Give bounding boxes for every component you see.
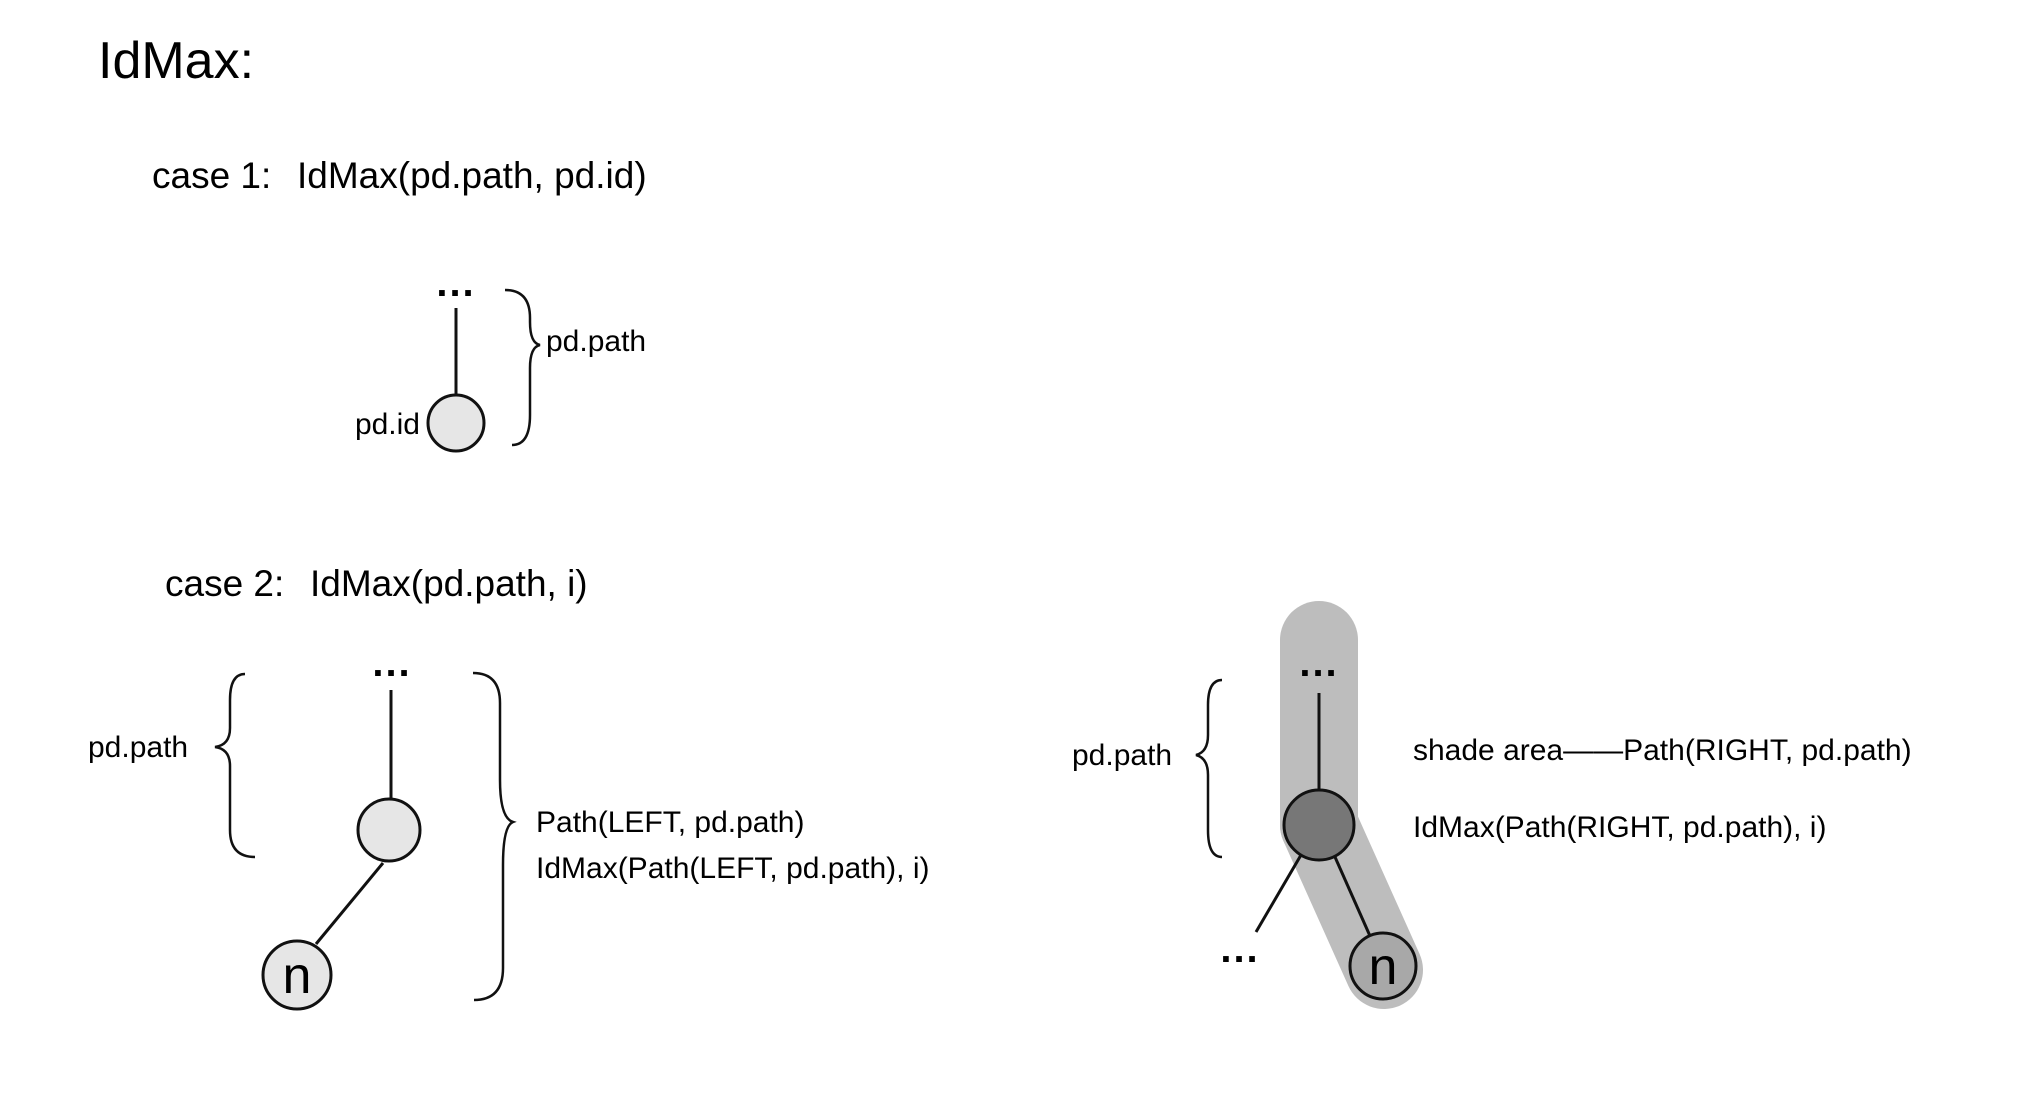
case2-left-right-brace [472, 671, 517, 1002]
case2-right-edge-right [1333, 856, 1372, 937]
case2-call: IdMax(pd.path, i) [310, 563, 588, 604]
case2-heading: case 2: [165, 563, 284, 604]
case1-ellipsis: ... [436, 261, 475, 305]
case1-brace [504, 288, 541, 447]
case1-call: IdMax(pd.path, pd.id) [297, 155, 647, 196]
case2-right-ellipsis-bottom: ... [1220, 927, 1259, 971]
case2-right-brace [1195, 678, 1223, 859]
case2-left-node [356, 797, 422, 863]
case2-left-node-n-label: n [283, 947, 312, 1005]
case2-left-idmax-label: IdMax(Path(LEFT, pd.path), i) [536, 852, 930, 885]
case2-left-edge-bottom [314, 862, 385, 945]
case1-tree: ... pd.id pd.path [355, 261, 646, 453]
case2-right-node-n [1348, 931, 1418, 1001]
case2-right-shade-label: shade area——Path(RIGHT, pd.path) [1413, 734, 1912, 767]
case2-right-idmax-label: IdMax(Path(RIGHT, pd.path), i) [1413, 811, 1826, 844]
case2-left-brace-label: pd.path [88, 731, 188, 764]
case2-right-brace-label: pd.path [1072, 739, 1172, 772]
case2-left-brace [214, 672, 256, 859]
case2-right-tree: pd.path ... ... n shade area——Path(RIGHT… [1072, 601, 1912, 1009]
case2-left-ellipsis: ... [372, 641, 411, 685]
case2-right-node [1282, 788, 1356, 862]
case2-left-tree: pd.path ... n Path(LEFT, pd.path) IdMax(… [88, 641, 930, 1011]
case2-right-ellipsis-top: ... [1299, 641, 1338, 685]
case1-brace-label: pd.path [546, 325, 646, 358]
page-title: IdMax: [98, 32, 254, 90]
case2-right-edge-left [1254, 854, 1303, 933]
case2-right-node-n-label: n [1369, 938, 1398, 996]
case1-node-pd-id [426, 393, 486, 453]
case2-left-node-n [261, 939, 333, 1011]
case2-left-path-label: Path(LEFT, pd.path) [536, 806, 804, 839]
case1-heading: case 1: [152, 155, 271, 196]
case1-node-label: pd.id [355, 408, 420, 441]
